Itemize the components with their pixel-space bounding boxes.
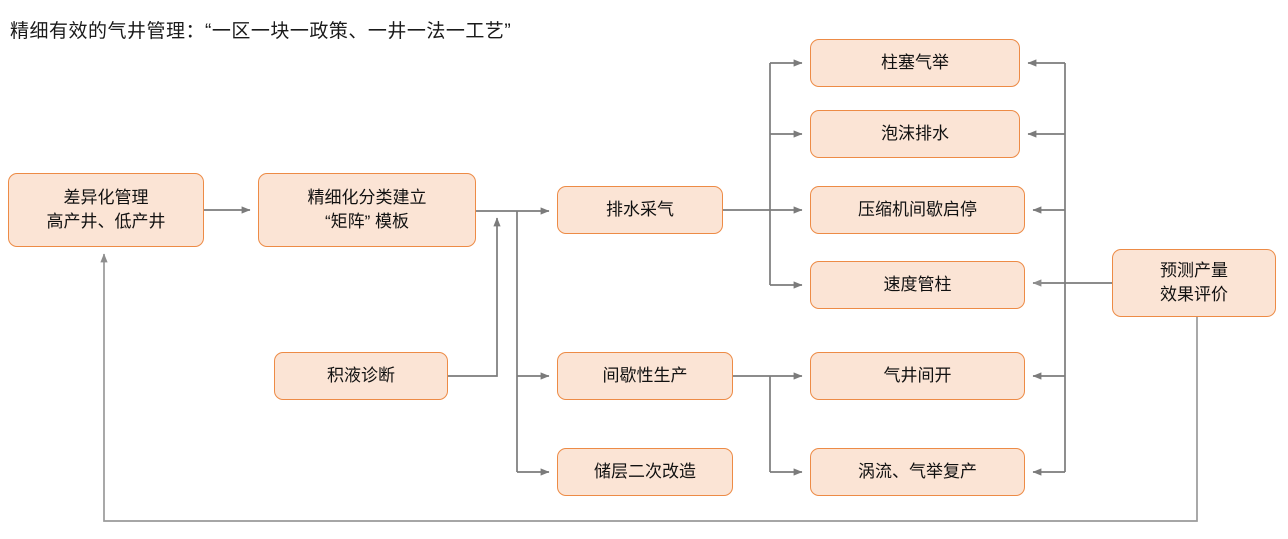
node-velocity-string[interactable]: 速度管柱 bbox=[810, 261, 1025, 309]
node-plunger-gas-lift[interactable]: 柱塞气举 bbox=[810, 39, 1020, 87]
node-classification-matrix[interactable]: 精细化分类建立 “矩阵” 模板 bbox=[258, 173, 476, 247]
node-compressor-cycling[interactable]: 压缩机间歇启停 bbox=[810, 186, 1025, 234]
node-intermittent-production[interactable]: 间歇性生产 bbox=[557, 352, 733, 400]
node-production-forecast[interactable]: 预测产量 效果评价 bbox=[1112, 249, 1276, 317]
page-title: 精细有效的气井管理：“一区一块一政策、一井一法一工艺” bbox=[10, 21, 512, 42]
node-foam-drainage[interactable]: 泡沫排水 bbox=[810, 110, 1020, 158]
node-well-intermittent-open[interactable]: 气井间开 bbox=[810, 352, 1025, 400]
node-reservoir-restimulation[interactable]: 储层二次改造 bbox=[557, 448, 733, 496]
node-drainage-gas-recovery[interactable]: 排水采气 bbox=[557, 186, 723, 234]
node-differentiated-management[interactable]: 差异化管理 高产井、低产井 bbox=[8, 173, 204, 247]
node-vortex-gas-lift-restore[interactable]: 涡流、气举复产 bbox=[810, 448, 1025, 496]
node-liquid-loading-diagnosis[interactable]: 积液诊断 bbox=[274, 352, 448, 400]
